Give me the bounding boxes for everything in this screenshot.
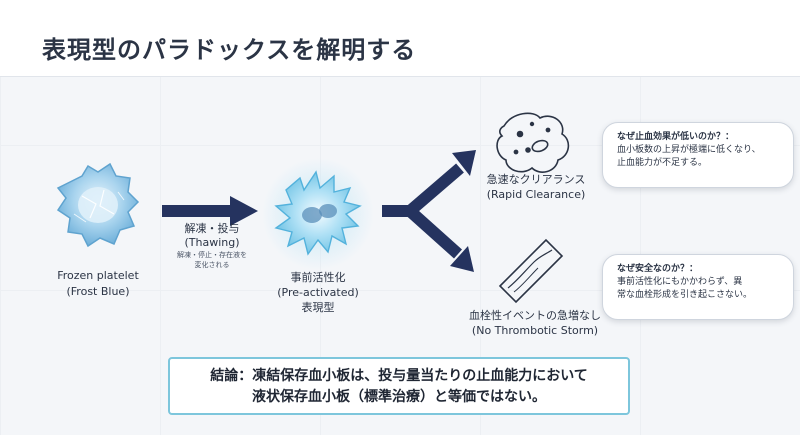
thaw-sub-line1: 解凍・停止・存在液を [177, 251, 247, 259]
rapid-clearance-label: 急速なクリアランス (Rapid Clearance) [462, 172, 610, 202]
callout-safety-answer1: 事前活性化にもかかわらず、異 [617, 277, 743, 287]
macrophage-icon [496, 112, 570, 173]
frozen-platelet-cell [56, 162, 140, 248]
storm-label-line1: 血栓性イベントの急増なし [469, 309, 601, 322]
arrow-thawing [162, 196, 258, 226]
callout-safety: なぜ安全なのか？： 事前活性化にもかかわらず、異 常な血栓形成を引き起こさない。 [602, 254, 794, 320]
callout-efficacy-answer1: 血小板数の上昇が極端に低くなり、 [617, 145, 761, 155]
title-band [0, 0, 800, 77]
blood-vessel-icon [498, 238, 564, 304]
callout-efficacy: なぜ止血効果が低いのか？： 血小板数の上昇が極端に低くなり、 止血能力が不足する… [602, 122, 794, 188]
callout-efficacy-answer2: 止血能力が不足する。 [617, 158, 708, 168]
pre-label-line1: 事前活性化 [290, 271, 346, 284]
frozen-label-line1: Frozen platelet [57, 269, 139, 282]
thaw-sub-line2: 変化される [194, 261, 230, 269]
thawing-label: 解凍・投与 (Thawing) 解凍・停止・存在液を 変化される [160, 222, 264, 270]
storm-label-line2: (No Thrombotic Storm) [471, 324, 599, 337]
callout-safety-question: なぜ安全なのか？： [617, 264, 699, 274]
pre-label-line2: (Pre-activated) [277, 286, 359, 299]
rapid-label-line1: 急速なクリアランス [486, 173, 586, 186]
no-thrombotic-storm-label: 血栓性イベントの急増なし (No Thrombotic Storm) [446, 308, 624, 338]
conclusion-line2: 液状保存血小板（標準治療）と等価ではない。 [252, 389, 546, 405]
branching-arrow [382, 150, 476, 272]
thaw-label-line1: 解凍・投与 [184, 222, 240, 235]
rapid-label-line2: (Rapid Clearance) [486, 188, 586, 201]
page-title: 表現型のパラドックスを解明する [42, 36, 417, 64]
conclusion-line1: 結論：凍結保存血小板は、投与量当たりの止血能力において [210, 368, 588, 384]
preactivated-platelet-cell [262, 158, 374, 270]
thaw-label-line2: (Thawing) [184, 236, 240, 249]
preactivated-label: 事前活性化 (Pre-activated) 表現型 [256, 270, 380, 315]
conclusion-box: 結論：凍結保存血小板は、投与量当たりの止血能力において 液状保存血小板（標準治療… [168, 357, 630, 415]
callout-efficacy-question: なぜ止血効果が低いのか？： [617, 132, 735, 142]
frozen-label-line2: (Frost Blue) [66, 285, 130, 298]
frozen-platelet-label: Frozen platelet (Frost Blue) [38, 268, 158, 300]
callout-safety-answer2: 常な血栓形成を引き起こさない。 [617, 290, 753, 300]
pre-label-line3: 表現型 [301, 301, 335, 314]
